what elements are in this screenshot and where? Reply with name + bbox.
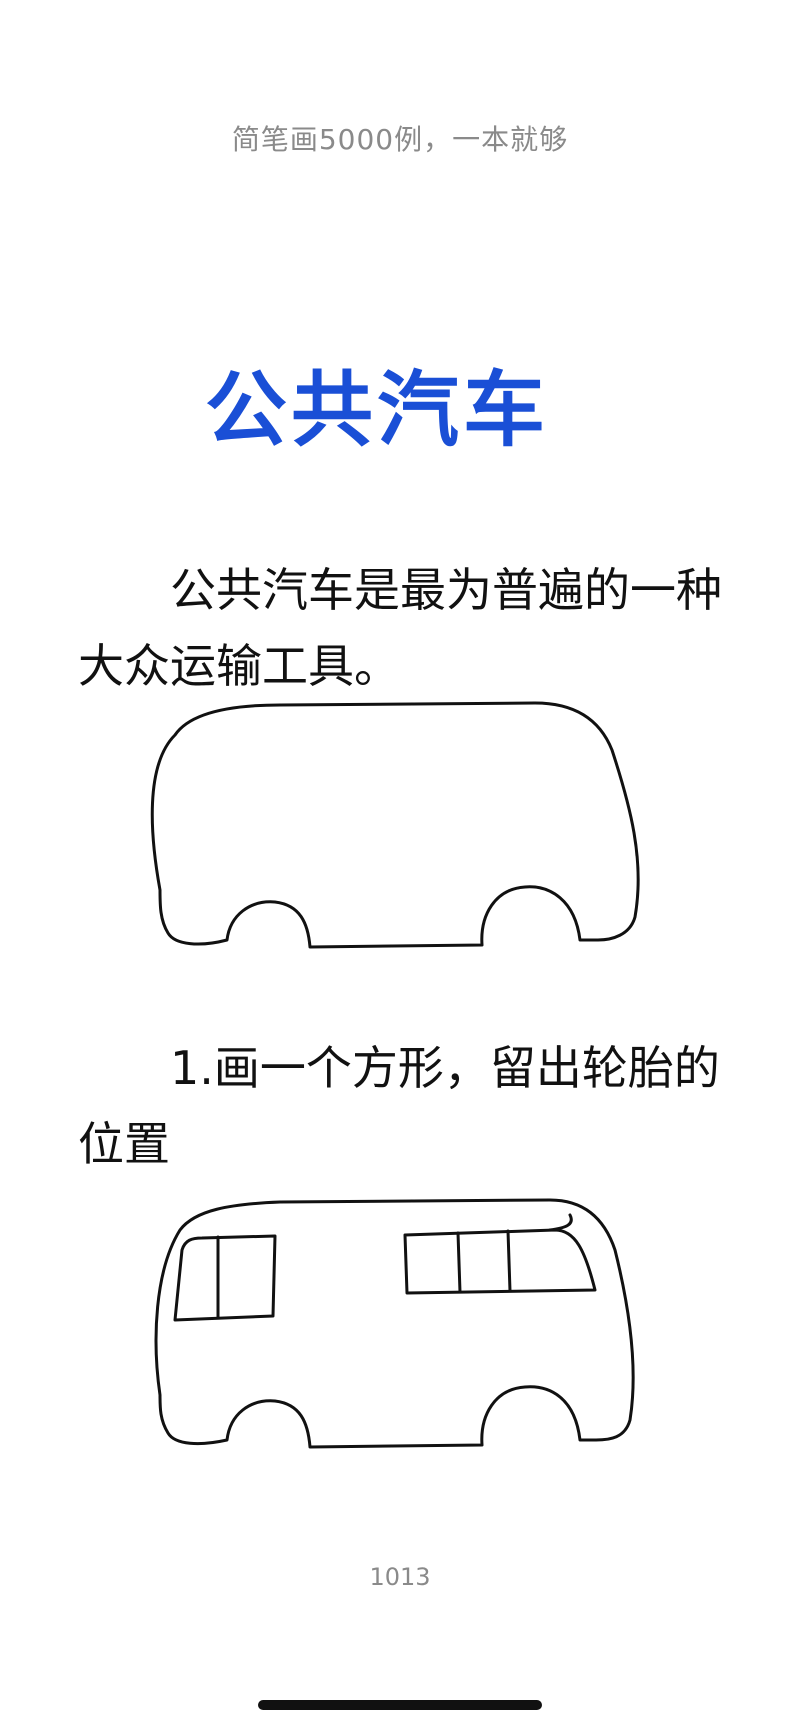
home-indicator-bar[interactable]	[258, 1700, 542, 1710]
chapter-title: 公共汽车	[205, 363, 550, 458]
intro-paragraph: 公共汽车是最为普遍的一种大众运输工具。	[78, 563, 722, 693]
page-number: 1013	[369, 1563, 431, 1591]
bus-outline-illustration	[130, 695, 670, 995]
bus-with-windows-illustration	[130, 1190, 670, 1490]
book-title-header: 简笔画5000例，一本就够	[231, 123, 569, 156]
step1-paragraph: 1.画一个方形，留出轮胎的位置	[78, 1041, 720, 1171]
